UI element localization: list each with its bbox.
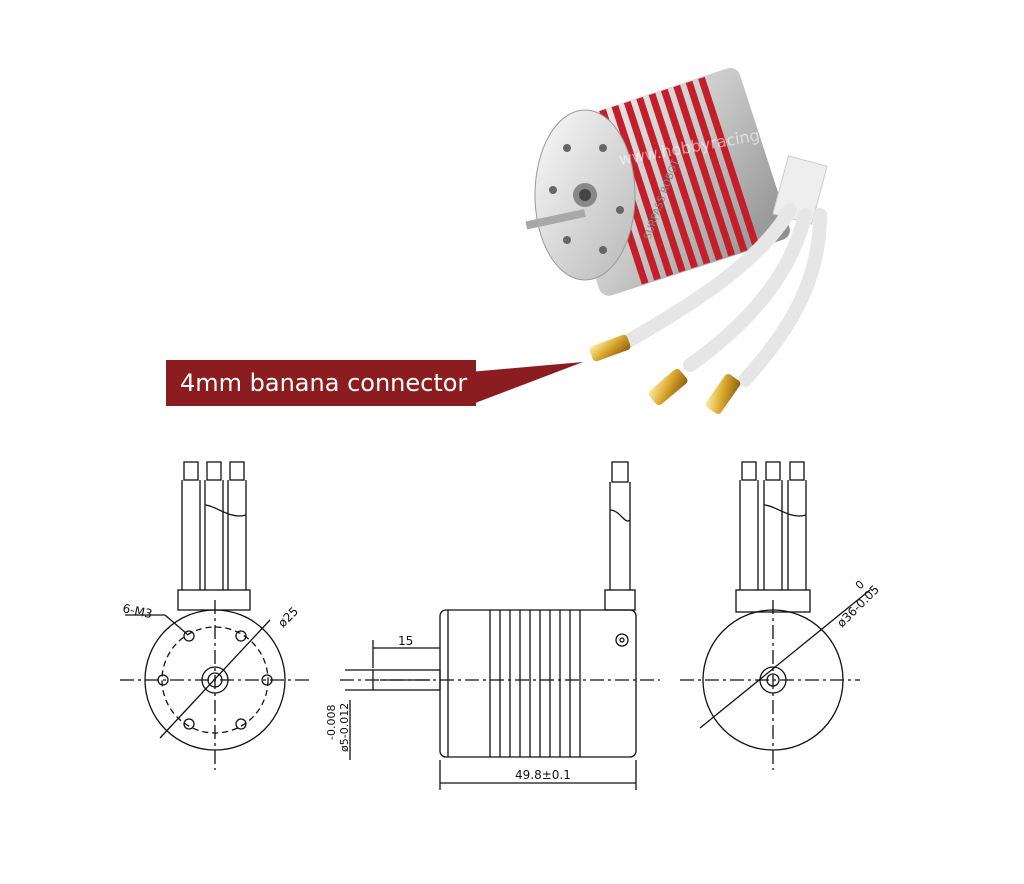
thread-label: 6-M3 (121, 601, 153, 621)
side-view (340, 461, 660, 790)
motor-shaft (525, 209, 586, 230)
front-view (120, 461, 310, 770)
body-length-label: 49.8±0.1 (515, 768, 571, 782)
banana-connectors (589, 334, 741, 414)
callout-pointer (470, 362, 583, 405)
callout-label: 4mm banana connector (180, 369, 468, 397)
front-wires (181, 461, 247, 590)
connector-callout: 4mm banana connector (166, 360, 476, 406)
shaft-length-label: 15 (398, 634, 413, 648)
pcd-label: ø25 (275, 604, 301, 630)
motor-photo: www.hobbyracing.it SURPASS ROBOT (470, 68, 828, 414)
mount-holes (157, 630, 273, 730)
rear-view (680, 461, 871, 770)
side-fins (489, 610, 581, 757)
side-body (439, 609, 637, 758)
shaft-dia-label: ø5-0.012 (338, 703, 351, 752)
shaft-dia-tol-label: -0.008 (325, 705, 338, 740)
motor-wires (623, 203, 827, 387)
technical-drawing: 6-M3 ø25 (120, 461, 882, 790)
